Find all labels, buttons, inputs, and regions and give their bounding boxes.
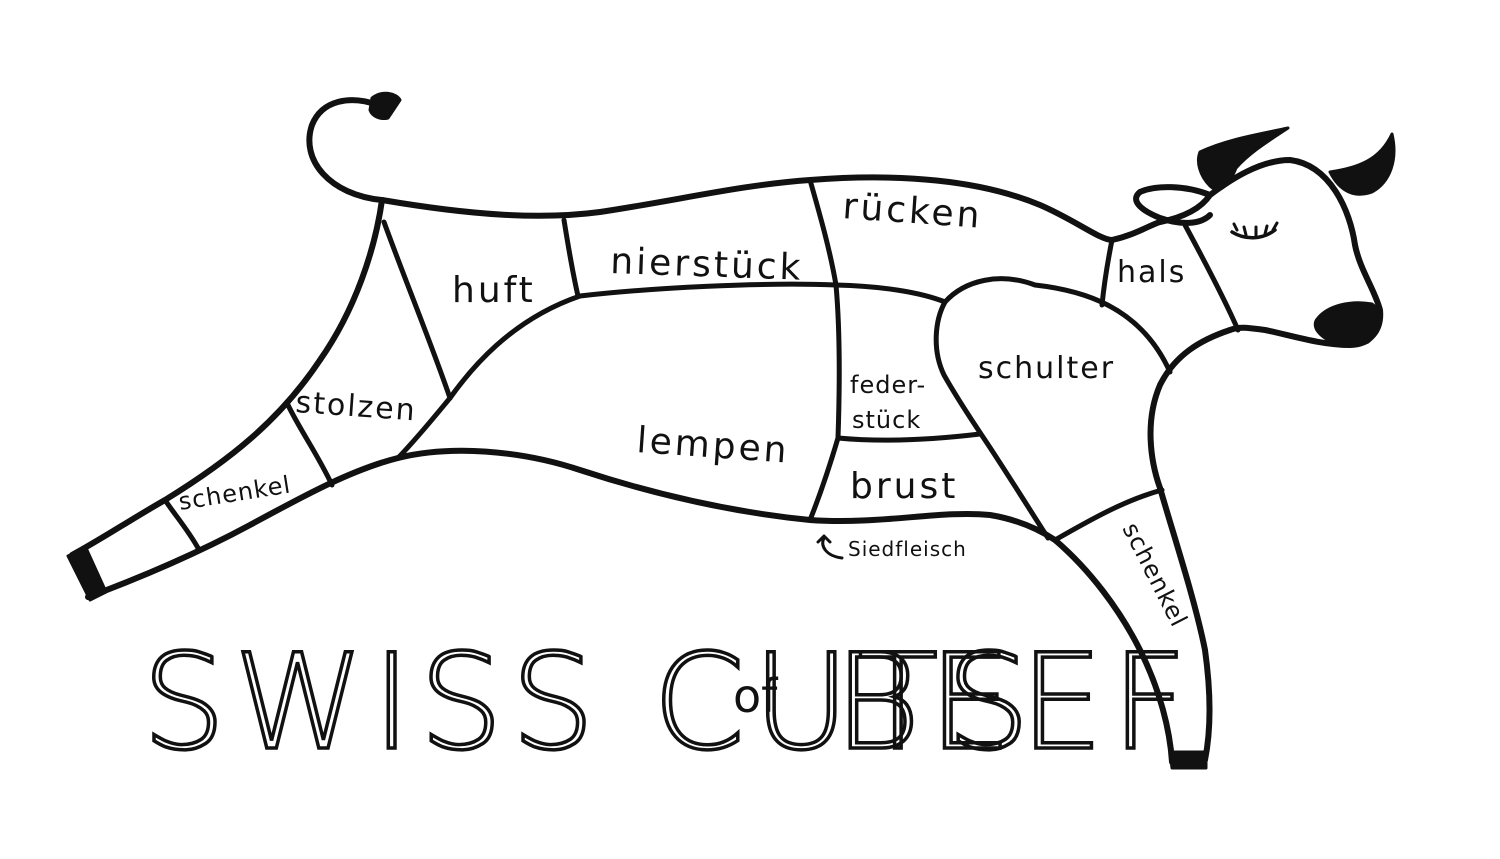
cut-labels: huft nierstück rücken hals stolzen schen… [177, 186, 1194, 632]
label-huft: huft [452, 270, 536, 311]
label-siedfleisch: Siedfleisch [848, 537, 967, 561]
title-swiss-cuts: SWISS CUTS [142, 626, 1038, 780]
title-of: of [733, 669, 779, 723]
label-federstueck-1: feder- [850, 371, 926, 399]
label-stolzen: stolzen [294, 385, 417, 428]
front-leg-front [1157, 485, 1213, 763]
diagram-title: SWISS CUTS of BEEF [140, 624, 1195, 782]
cow-outline [66, 91, 1396, 770]
cut-boundaries [162, 177, 1241, 551]
back-line [379, 174, 1163, 243]
curved-arrow-icon [816, 534, 844, 560]
rear-leg-bottom [85, 455, 401, 600]
rear-leg-top [69, 197, 385, 558]
label-schenkel-front: schenkel [1117, 518, 1193, 632]
label-schulter: schulter [978, 351, 1115, 386]
chest-line [1147, 327, 1233, 491]
rear-hoof [66, 546, 108, 602]
nose [1313, 301, 1381, 348]
label-ruecken: rücken [841, 186, 983, 237]
label-brust: brust [850, 466, 958, 507]
tail [306, 97, 385, 203]
label-hals: hals [1117, 255, 1186, 290]
label-federstueck-2: stück [852, 406, 921, 434]
closed-eye-icon [1230, 221, 1279, 240]
label-lempen: lempen [635, 420, 791, 472]
horn-back [1196, 126, 1290, 191]
front-hoof [1168, 750, 1208, 770]
tail-tuft [368, 91, 402, 120]
label-nierstueck: nierstück [610, 241, 804, 289]
title-beef: BEEF [834, 626, 1195, 780]
belly-line [395, 447, 1058, 543]
front-leg-back [1052, 537, 1175, 765]
horn-front [1328, 132, 1396, 196]
ear [1133, 184, 1213, 226]
